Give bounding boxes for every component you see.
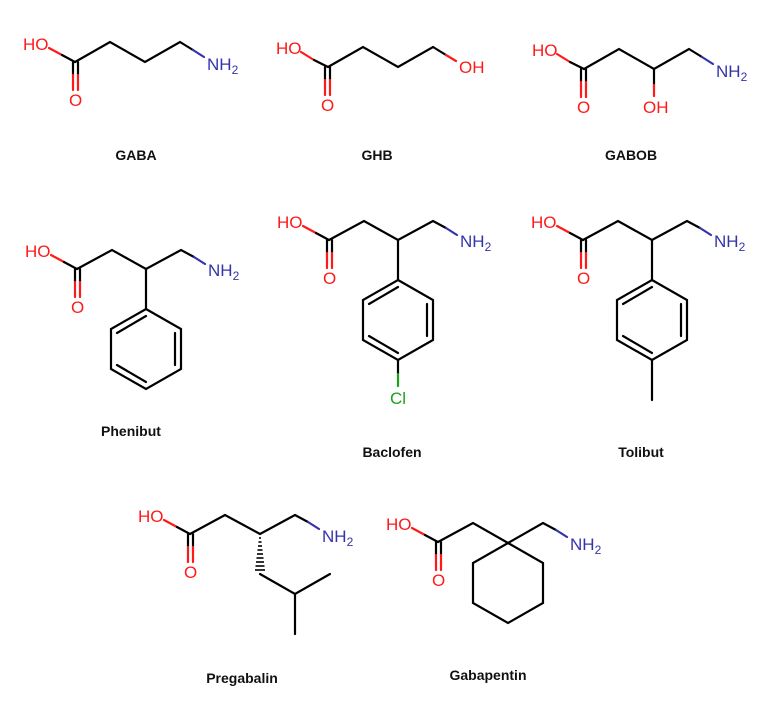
carbonyl-oxygen-label: O bbox=[69, 91, 82, 110]
carbonyl-oxygen-label: O bbox=[321, 96, 334, 115]
amine-label: NH2 bbox=[208, 261, 240, 283]
molecule-name-gabob: GABOB bbox=[605, 147, 657, 163]
amine-label: NH2 bbox=[207, 55, 239, 77]
molecule-name-ghb: GHB bbox=[361, 147, 392, 163]
hydroxyl-label: HO bbox=[532, 41, 558, 60]
molecule-name-phenibut: Phenibut bbox=[101, 423, 161, 439]
hashed-wedge-bond bbox=[255, 537, 265, 571]
amine-label: NH2 bbox=[570, 535, 602, 557]
amine-label: NH2 bbox=[714, 232, 746, 254]
chlorine-label: Cl bbox=[390, 389, 406, 408]
hydroxyl-label: HO bbox=[531, 213, 557, 232]
amine-label: NH2 bbox=[460, 232, 492, 254]
carbonyl-oxygen-label: O bbox=[71, 298, 84, 317]
hydroxyl-label: HO bbox=[23, 35, 49, 54]
carbonyl-oxygen-label: O bbox=[577, 98, 590, 117]
molecule-name-pregabalin: Pregabalin bbox=[206, 670, 278, 686]
carbonyl-oxygen-label: O bbox=[577, 269, 590, 288]
molecule-pregabalin: HO O NH2 Pregabalin bbox=[138, 507, 354, 686]
amine-label: NH2 bbox=[716, 62, 748, 84]
hydroxyl-label: HO bbox=[25, 242, 51, 261]
molecule-name-gaba: GABA bbox=[115, 147, 156, 163]
molecule-name-gabapentin: Gabapentin bbox=[449, 667, 526, 683]
molecule-name-baclofen: Baclofen bbox=[362, 444, 421, 460]
molecule-gaba: HO O NH2 GABA bbox=[23, 35, 239, 163]
carbonyl-oxygen-label: O bbox=[184, 563, 197, 582]
hydroxyl-label: HO bbox=[386, 515, 412, 534]
molecule-baclofen: HO O NH2 Cl Baclofen bbox=[277, 213, 492, 460]
carbonyl-oxygen-label: O bbox=[432, 571, 445, 590]
hydroxyl-label: HO bbox=[276, 39, 302, 58]
molecule-phenibut: HO O NH2 Phenibut bbox=[25, 242, 240, 439]
molecule-gabapentin: HO O NH2 Gabapentin bbox=[386, 515, 602, 683]
carbonyl-oxygen-label: O bbox=[323, 269, 336, 288]
terminal-hydroxyl-label: OH bbox=[459, 58, 485, 77]
molecule-name-tolibut: Tolibut bbox=[618, 444, 664, 460]
molecule-tolibut: HO O NH2 Tolibut bbox=[531, 213, 746, 460]
amine-label: NH2 bbox=[322, 527, 354, 549]
side-hydroxyl-label: OH bbox=[643, 98, 669, 117]
hydroxyl-label: HO bbox=[277, 213, 303, 232]
hydroxyl-label: HO bbox=[138, 507, 164, 526]
molecule-ghb: HO O OH GHB bbox=[276, 39, 485, 163]
molecule-gabob: HO O OH NH2 GABOB bbox=[532, 41, 748, 163]
